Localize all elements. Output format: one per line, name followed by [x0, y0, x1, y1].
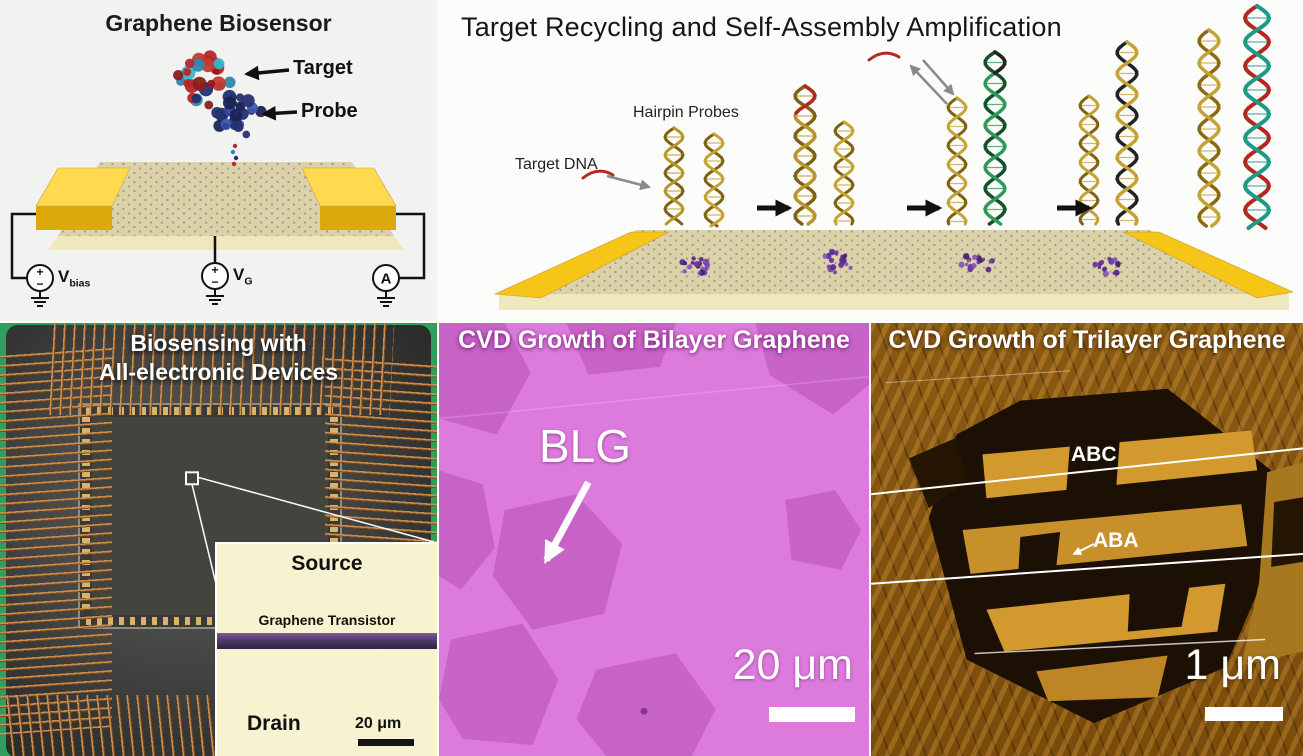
- molecule-group: [173, 50, 267, 167]
- target-molecule: [173, 50, 237, 110]
- bond-pads-bottom: [86, 617, 334, 625]
- blg-label: BLG: [539, 420, 632, 472]
- substrate-edge: [48, 236, 404, 250]
- ground-icon: [206, 289, 224, 305]
- vbias-plus: +: [36, 265, 43, 279]
- hairpin-probes-label: Hairpin Probes: [633, 104, 739, 121]
- graphene-channel: [217, 633, 437, 649]
- trilayer-afm-image: [871, 370, 1303, 724]
- graphene-transistor-label: Graphene Transistor: [258, 612, 396, 628]
- target-dna-arrow-icon: [606, 174, 652, 191]
- abc-stacking-label: ABC: [1071, 443, 1117, 466]
- left-electrode-front: [36, 206, 112, 230]
- amplification-title: Target Recycling and Self-Assembly Ampli…: [461, 12, 1062, 42]
- probe-label: Probe: [301, 100, 358, 122]
- target-dna-label: Target DNA: [515, 156, 598, 173]
- dna-helix: [793, 84, 817, 226]
- aba-stacking-label: ABA: [1093, 529, 1139, 552]
- vbias-label: Vbias: [58, 267, 90, 289]
- gold-edge-right: [1122, 231, 1295, 299]
- ground-icon: [31, 291, 49, 307]
- panel-bilayer-graphene: CVD Growth of Bilayer Graphene BLG 20 μm: [437, 321, 869, 756]
- probe-aggregate: [958, 253, 995, 273]
- probe-arrow-icon: [261, 105, 298, 121]
- satellite-flake: [908, 438, 969, 509]
- recycle-up-arrow-icon: [909, 64, 948, 105]
- probe-aggregate: [679, 256, 710, 276]
- vg-label: VG: [233, 265, 253, 287]
- vg-sub: G: [244, 275, 253, 288]
- ground-icon: [377, 291, 395, 307]
- gold-edge-left: [493, 231, 670, 299]
- defect-speck: [640, 707, 648, 715]
- vbias-minus: −: [36, 277, 43, 291]
- ammeter-letter: A: [381, 271, 392, 288]
- platform-lattice: [499, 230, 1289, 294]
- inset-scale-bar: [358, 739, 414, 746]
- panel-biosensing-devices: Biosensing with All-electronic Devices S…: [0, 321, 437, 756]
- gate-minus: −: [211, 275, 218, 289]
- amplification-schematic: [493, 4, 1295, 310]
- gate-plus: +: [211, 263, 218, 277]
- dna-helix: [833, 120, 855, 226]
- trilayer-scale-label: 1 μm: [1184, 641, 1281, 689]
- bilayer-micrograph: [439, 323, 869, 756]
- trilayer-scale-bar: [1205, 707, 1283, 721]
- dna-helix: [1197, 28, 1221, 228]
- free-target-dna: [581, 169, 615, 180]
- vbias-wire: [10, 212, 36, 280]
- panel-target-recycling: Target Recycling and Self-Assembly Ampli…: [437, 0, 1303, 321]
- dna-helix: [703, 132, 725, 228]
- source-label: Source: [291, 552, 363, 575]
- linker-dots: [230, 143, 239, 167]
- devices-title-line1: Biosensing with: [130, 330, 307, 356]
- trilayer-title: CVD Growth of Trilayer Graphene: [888, 326, 1286, 354]
- blg-arrow-icon: [543, 480, 592, 564]
- wrinkle-line: [439, 376, 869, 420]
- dna-decor-group: [663, 4, 1272, 277]
- probe-molecule: [211, 93, 267, 139]
- target-arrow-icon: [244, 65, 290, 81]
- bilayer-scale-label: 20 μm: [732, 641, 853, 689]
- drain-label: Drain: [247, 712, 301, 735]
- bilayer-title: CVD Growth of Bilayer Graphene: [458, 326, 850, 354]
- dna-helix: [1115, 40, 1139, 226]
- recycled-target-dna: [867, 51, 901, 62]
- inset-callout: [185, 471, 435, 584]
- ammeter-wire: [396, 212, 426, 280]
- dna-helix: [1078, 94, 1100, 226]
- devices-title: Biosensing with All-electronic Devices: [0, 329, 437, 387]
- target-label: Target: [293, 57, 353, 79]
- biosensor-schematic: + − + − A: [10, 50, 426, 307]
- dna-helix: [1242, 4, 1272, 230]
- callout-line: [197, 476, 435, 543]
- bilayer-crystals: [439, 323, 869, 756]
- dna-helix: [983, 50, 1007, 226]
- callout-line: [191, 484, 217, 584]
- inset-scale-label: 20 μm: [355, 715, 402, 732]
- dna-helix: [663, 126, 685, 226]
- devices-title-line2: All-electronic Devices: [98, 358, 339, 385]
- biosensor-title: Graphene Biosensor: [105, 10, 332, 36]
- wrinkle-lines: [871, 370, 1303, 655]
- callout-square: [185, 471, 199, 486]
- probe-aggregate: [1092, 256, 1121, 277]
- left-electrode: [35, 167, 131, 207]
- right-electrode-front: [320, 206, 396, 230]
- vg-main: V: [233, 265, 245, 284]
- panel-trilayer-graphene: CVD Growth of Trilayer Graphene ABC ABA …: [869, 321, 1303, 756]
- vbias-sub: bias: [69, 277, 91, 290]
- platform-front: [499, 294, 1289, 310]
- bilayer-scale-bar: [769, 707, 855, 722]
- transistor-inset: Source Graphene Transistor Drain 20 μm: [215, 542, 437, 756]
- right-electrode: [301, 167, 397, 207]
- vbias-main: V: [58, 267, 70, 286]
- recycle-down-arrow-icon: [922, 59, 955, 96]
- aba-arrow-icon: [1072, 543, 1095, 555]
- probe-aggregate: [822, 249, 853, 275]
- panel-graphene-biosensor: + − + − A Graphene Biosensor Target Prob…: [0, 0, 437, 321]
- dark-terraces: [1018, 438, 1190, 632]
- dna-helix: [946, 96, 968, 226]
- adjacent-grain-dark-patch: [1271, 497, 1303, 567]
